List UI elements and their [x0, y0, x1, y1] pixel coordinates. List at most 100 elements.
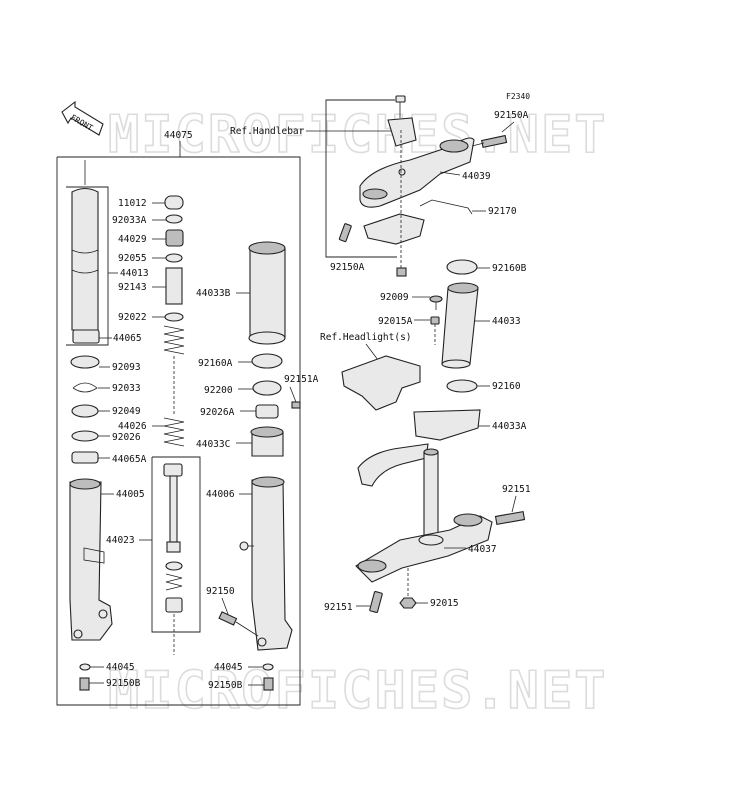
label-44045-right: 44045 [214, 662, 243, 673]
label-92033A: 92033A [112, 215, 147, 226]
oring-92055-part [165, 253, 183, 263]
bolt-92151-bottom-part [369, 590, 383, 614]
washer-44045-left-part [79, 663, 91, 671]
upper-clamp-44039-part [359, 137, 475, 208]
spring-upper-part [163, 325, 185, 415]
bracket-upper-clamp [325, 99, 397, 258]
washer-92026-part [71, 430, 99, 442]
label-92151A: 92151A [284, 374, 319, 385]
label-92026: 92026 [112, 432, 141, 443]
seal-92093-part [70, 355, 100, 369]
cover-44033-part [441, 282, 479, 369]
ring-92160-part [446, 379, 478, 393]
guide-44033C-part [250, 426, 284, 457]
label-92009: 92009 [380, 292, 409, 303]
label-92150B-right: 92150B [208, 680, 243, 691]
bolt-92015A-part [430, 316, 440, 345]
label-44033: 44033 [492, 316, 521, 327]
curved-bracket-part [357, 443, 429, 487]
label-44023: 44023 [106, 535, 135, 546]
washer-92022-part [164, 312, 184, 322]
ring-92160B-part [446, 259, 478, 275]
label-11012: 11012 [118, 198, 147, 209]
nut-92015-part [399, 597, 417, 609]
outer-tube-44006-part [239, 476, 293, 651]
label-92200: 92200 [204, 385, 233, 396]
label-92150B-left: 92150B [106, 678, 141, 689]
oring-92033A-part [165, 214, 183, 224]
nut-part [396, 267, 407, 277]
holder-bracket-part [363, 213, 425, 245]
outer-tube-44005-part [69, 478, 113, 641]
washer-44045-right-part [262, 663, 274, 671]
bolt-92150B-right-part [263, 677, 274, 691]
label-92160: 92160 [492, 381, 521, 392]
label-92160A: 92160A [198, 358, 233, 369]
label-92055: 92055 [118, 253, 147, 264]
clip-92170-part [419, 199, 473, 215]
figure-id: F2340 [506, 92, 530, 101]
watermark-top: MICROFICHES.NET [108, 105, 608, 165]
headlight-bracket-part [341, 355, 421, 411]
spring-44026-part [163, 417, 185, 447]
label-92170: 92170 [488, 206, 517, 217]
label-92151-bottom: 92151 [324, 602, 353, 613]
label-92093: 92093 [112, 362, 141, 373]
bolt-92151A-part [291, 401, 301, 409]
washer-92049-part [71, 404, 99, 418]
ref-headlight-label: Ref.Headlight(s) [320, 332, 412, 343]
label-92033: 92033 [112, 383, 141, 394]
label-44013: 44013 [120, 268, 149, 279]
label-44039: 44039 [462, 171, 491, 182]
fork-assembly-frame [56, 156, 301, 706]
label-44037: 44037 [468, 544, 497, 555]
bolt-92150-part [218, 611, 238, 626]
label-92026A: 92026A [200, 407, 235, 418]
ref-handlebar-label: Ref.Handlebar [230, 126, 305, 137]
cap-11012-part [164, 195, 184, 210]
label-92150: 92150 [206, 586, 235, 597]
label-44029: 44029 [118, 234, 147, 245]
label-44075: 44075 [164, 130, 193, 141]
adjuster-44029-part [165, 229, 184, 247]
damper-rod-part [163, 463, 183, 655]
label-92151-right: 92151 [502, 484, 531, 495]
bolt-92150B-left-part [79, 677, 90, 691]
label-44026: 44026 [118, 421, 147, 432]
label-44033B: 44033B [196, 288, 231, 299]
bushing-44065A-part [71, 451, 99, 464]
ring-92160A-part [251, 353, 283, 369]
label-44033A: 44033A [492, 421, 527, 432]
washer-92200-part [252, 380, 282, 396]
label-92160B: 92160B [492, 263, 527, 274]
steering-stem-44037-part [355, 448, 493, 583]
bracket-44013 [66, 186, 109, 346]
label-92022: 92022 [118, 312, 147, 323]
dust-cover-44033B-part [248, 241, 286, 345]
clamp-92026A-part [255, 404, 279, 419]
handlebar-holder-part [387, 117, 417, 147]
front-arrow-icon: FRONT [61, 100, 104, 136]
label-92150A-bottom: 92150A [330, 262, 365, 273]
label-92015: 92015 [430, 598, 459, 609]
bushing-44065-part [72, 329, 100, 344]
pinch-bolt-92150A-bottom-part [338, 223, 352, 243]
label-44005: 44005 [116, 489, 145, 500]
clip-92033-part [72, 382, 98, 393]
label-44065: 44065 [113, 333, 142, 344]
bracket-44023 [151, 456, 201, 633]
label-92015A: 92015A [378, 316, 413, 327]
bolt-92009-part [429, 295, 443, 310]
bolt-92151-right-part [494, 510, 526, 526]
collar-92143-part [165, 267, 183, 305]
label-92049: 92049 [112, 406, 141, 417]
watermark-bottom: MICROFICHES.NET [108, 661, 608, 721]
label-92150A-top: 92150A [494, 110, 529, 121]
label-44045-left: 44045 [106, 662, 135, 673]
bolt-top-part [395, 95, 406, 118]
label-44006: 44006 [206, 489, 235, 500]
label-44033C: 44033C [196, 439, 230, 450]
label-44065A: 44065A [112, 454, 147, 465]
shroud-44033A-part [413, 409, 481, 441]
